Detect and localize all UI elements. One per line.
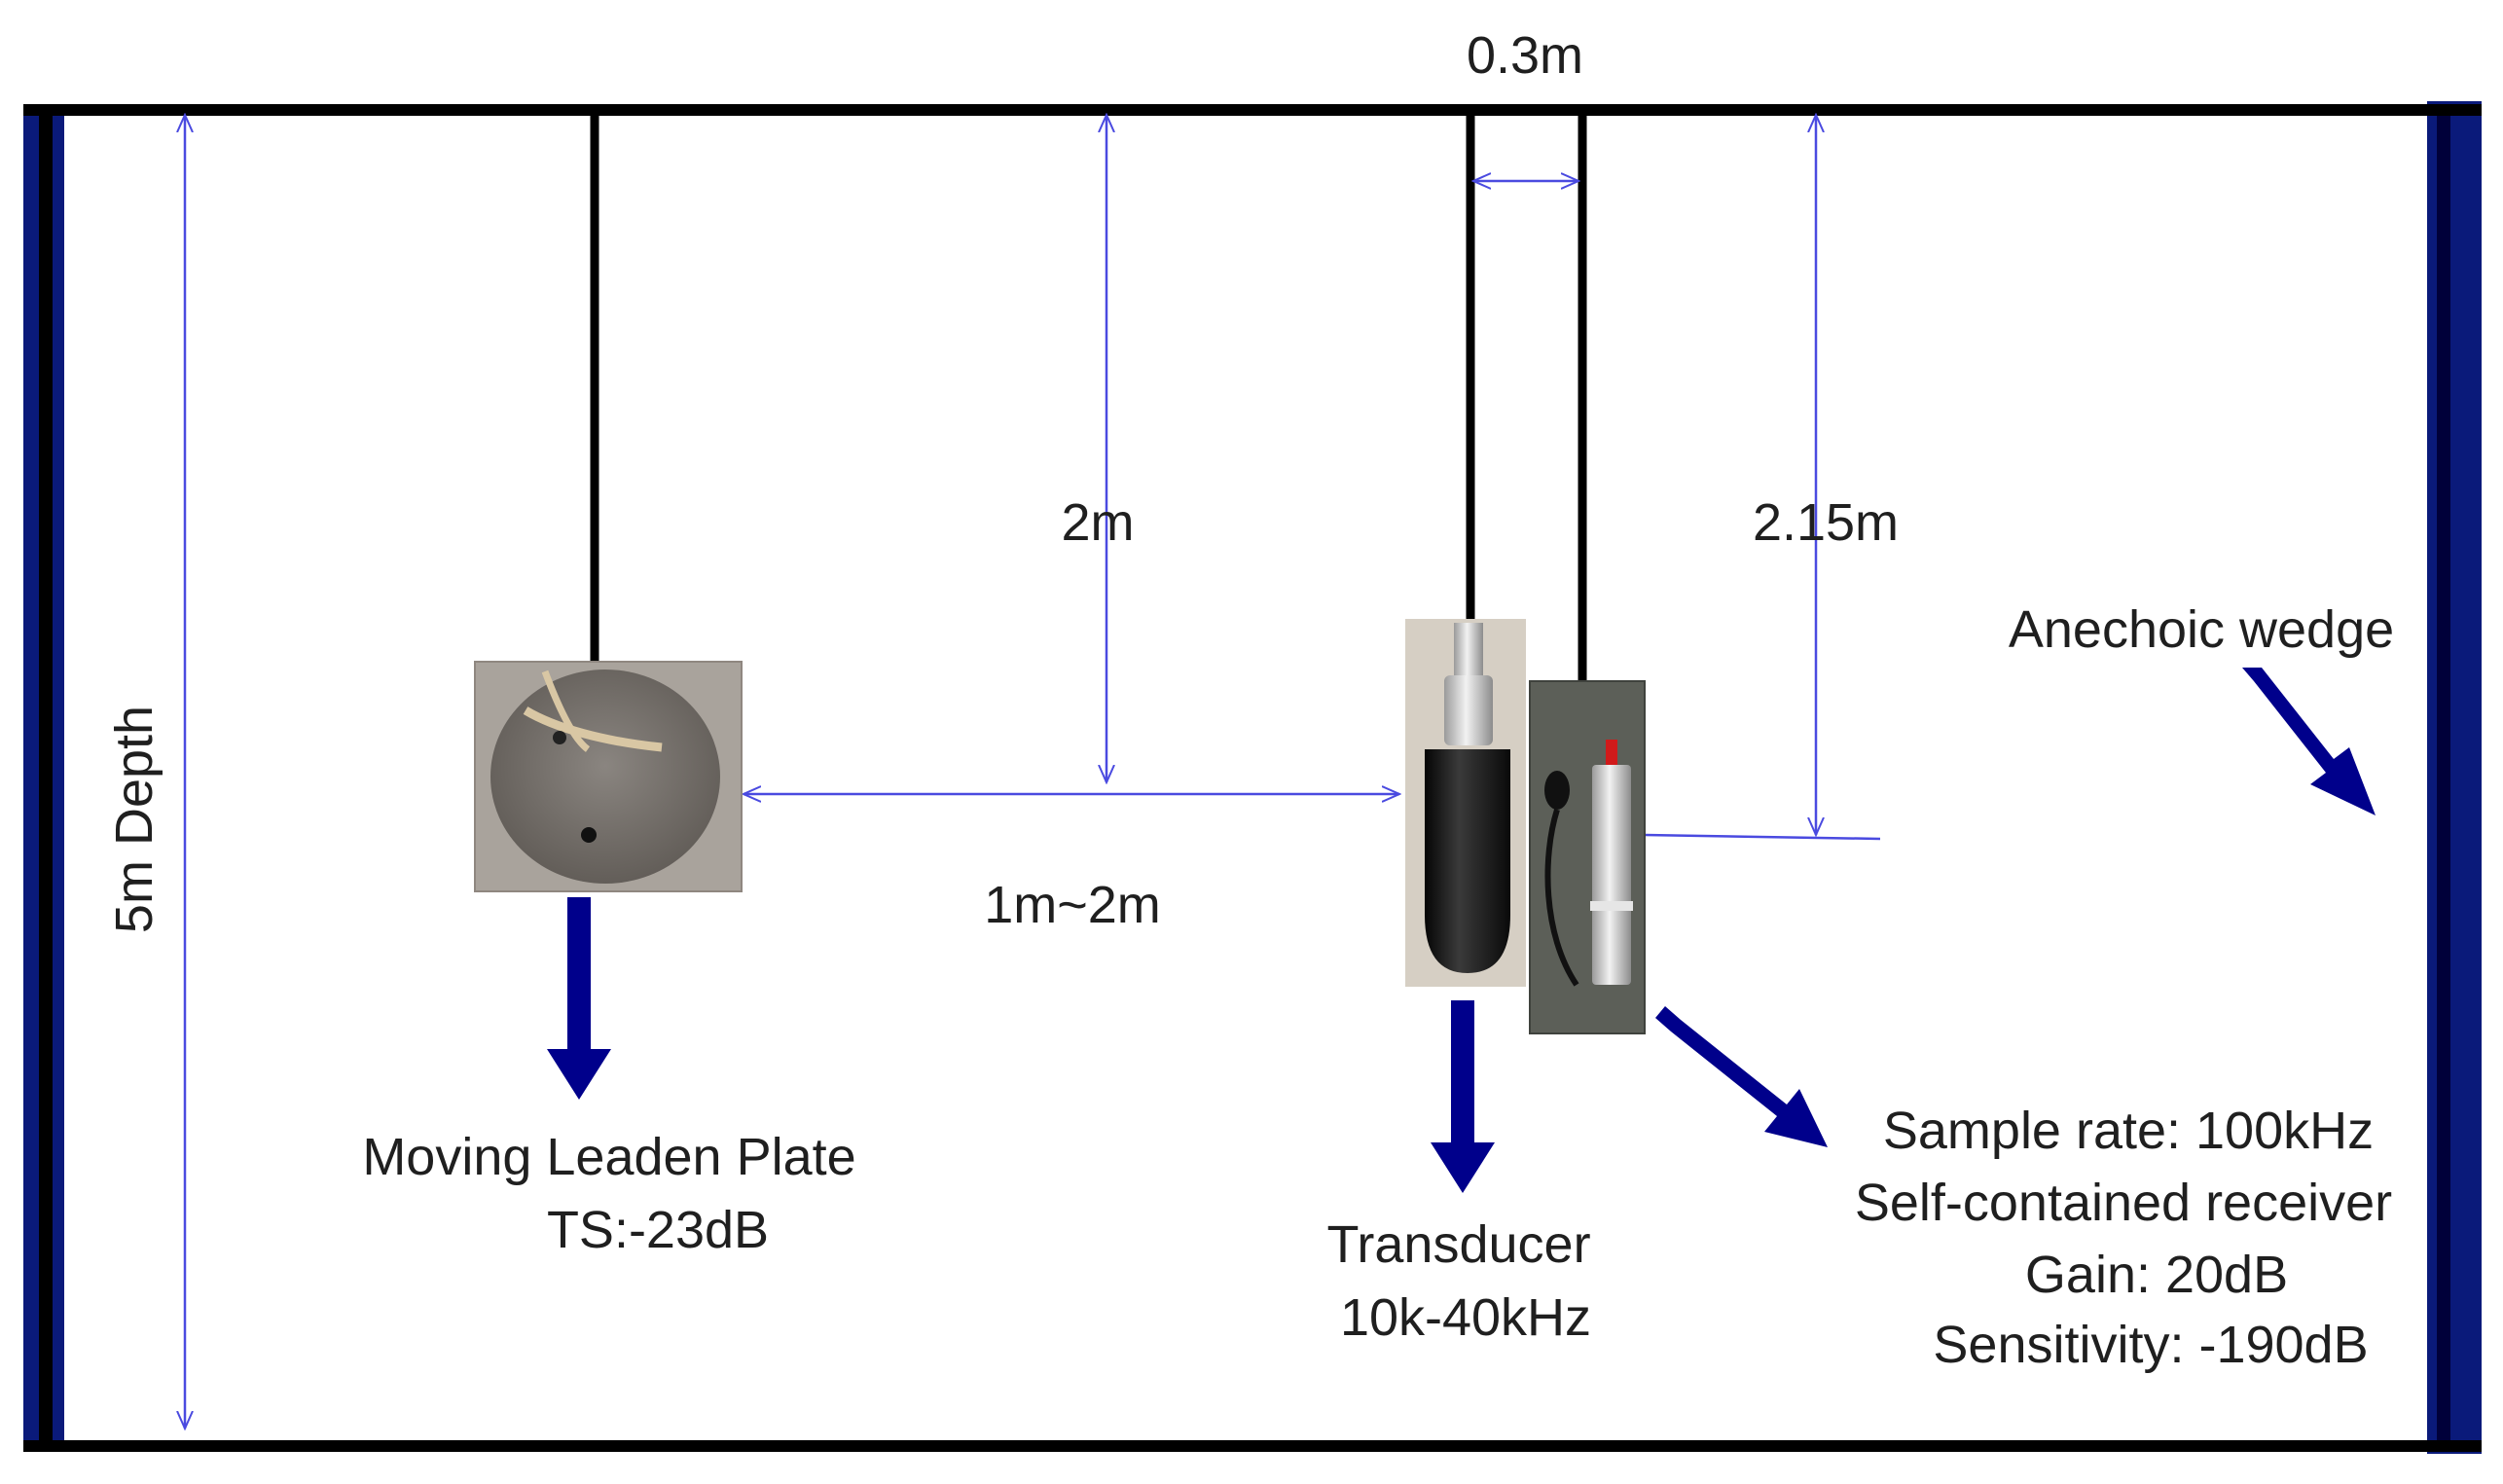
leaden-plate-photo [474,661,743,892]
tank-bottom-edge [23,1440,2482,1452]
tank-right-wall-inner [2437,109,2450,1444]
receiver-hydrophone [1544,771,1570,810]
receiver-photo [1529,680,1646,1034]
receiver-red-cap [1606,740,1617,767]
transducer-body [1425,749,1510,973]
transducer-photo [1405,619,1526,987]
plate-ts-label: TS:-23dB [547,1201,769,1259]
transducer-collar [1444,675,1493,745]
tank-top-edge [23,104,2482,116]
spacing-label: 0.3m [1467,26,1583,85]
tank-depth-label: 5m Depth [105,706,163,933]
receiver-gain-label: Gain: 20dB [2025,1246,2288,1304]
receiver-cylinder [1592,765,1631,985]
plate-name-label: Moving Leaden Plate [362,1128,855,1186]
depth-left-label: 2m [1061,493,1134,552]
receiver-arrow [1655,1006,1828,1147]
receiver-sensitivity-label: Sensitivity: -190dB [1933,1316,2368,1374]
depth-right-label: 2.15m [1753,493,1899,552]
tank-left-wall-inner [39,115,53,1440]
cables [590,110,1587,685]
tank-frame [23,101,2482,1454]
range-label: 1m~2m [984,876,1161,934]
wedge-arrow [2242,668,2376,815]
dimension-lines [185,115,1881,1429]
depth-right-reference-line [1644,833,1881,841]
receiver-sample-rate-label: Sample rate: 100kHz [1883,1102,2374,1160]
transducer-band-label: 10k-40kHz [1340,1288,1591,1347]
transducer-name-label: Transducer [1326,1215,1590,1274]
transducer-arrow [1431,1000,1495,1193]
leaden-plate-disc [490,670,720,884]
tank-right-wall [2427,101,2482,1454]
callout-arrows [547,668,2376,1193]
wedge-label: Anechoic wedge [2009,600,2394,659]
labels: 0.3m 2m 2.15m 5m Depth 1m~2m Anechoic we… [105,26,2394,1374]
receiver-name-label: Self-contained receiver [1855,1174,2392,1232]
plate-arrow [547,897,611,1100]
transducer-neck [1454,623,1483,677]
